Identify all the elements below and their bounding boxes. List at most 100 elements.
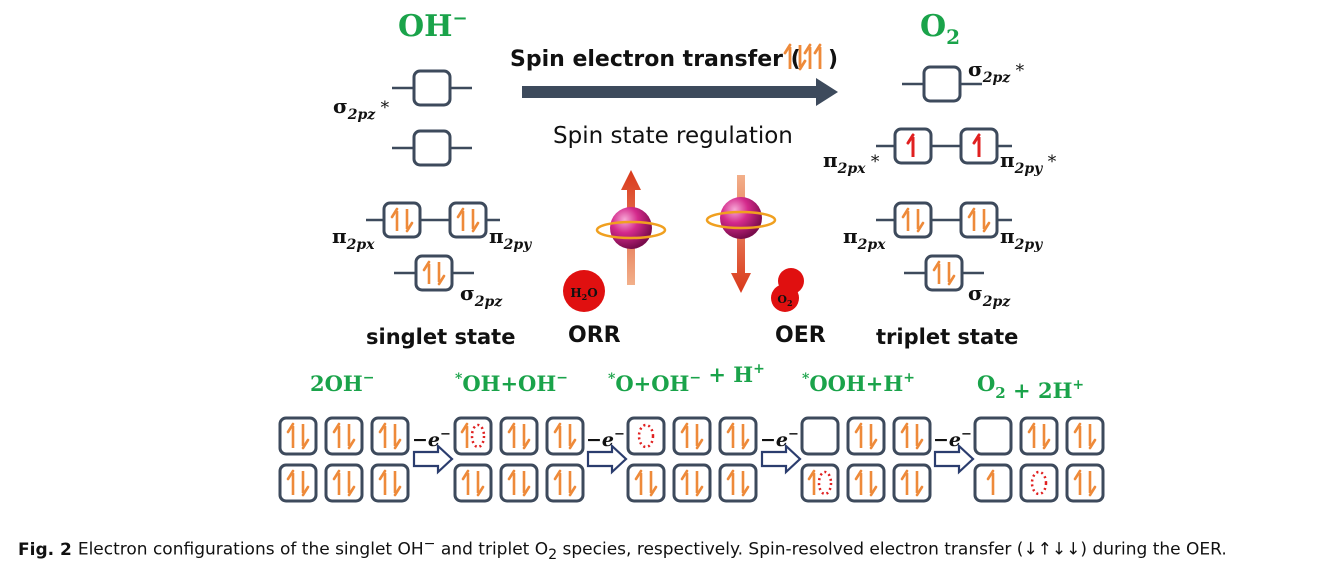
- o2-pi-2px-star-box: [893, 127, 933, 165]
- orbital-box: [499, 463, 539, 503]
- spin-up-arrow: [726, 422, 735, 448]
- orbital-box: [672, 416, 712, 456]
- orbital-box: [892, 463, 932, 503]
- spin-down-arrow: [915, 424, 924, 450]
- spin-down-arrow: [393, 471, 402, 497]
- oer-step-configurations: [278, 416, 1105, 503]
- svg-text:H2O: H2O: [570, 286, 597, 302]
- singlet-state-label: singlet state: [366, 325, 515, 349]
- spin-down-arrow: [522, 471, 531, 497]
- spin-down-arrow: [695, 471, 704, 497]
- spin-up-arrow: [967, 207, 976, 231]
- spin-down-arrow: [476, 471, 485, 497]
- spin-up-arrow: [378, 422, 387, 448]
- caption-text-2: and triplet O: [435, 539, 549, 560]
- o2-pi-2py-box: [959, 201, 999, 239]
- step-config-5: [973, 416, 1105, 503]
- electron-hole: [817, 470, 833, 496]
- left-species-title: OH−: [398, 8, 468, 44]
- spin-up-arrow: [461, 469, 470, 495]
- oh-sigma-2pz-label: σ2pz: [460, 281, 503, 310]
- spin-down-arrow: [568, 471, 577, 497]
- oh-pi-2py-box: [448, 201, 488, 239]
- step-config-3: [626, 416, 758, 503]
- oh-sigma-star-box: [412, 69, 452, 107]
- orbital-box: [1065, 416, 1105, 456]
- spin-up-arrow: [807, 469, 816, 495]
- svg-text:−e−: −e−: [586, 427, 625, 451]
- step-config-2: [453, 416, 585, 503]
- spin-down-arrow: [1088, 471, 1097, 497]
- o2-sigma-2pz-label: σ2pz: [968, 281, 1011, 310]
- transfer-spin-down-arrow: [798, 45, 807, 71]
- orbital-box: [545, 416, 585, 456]
- step-config-4: [800, 416, 932, 503]
- svg-text:−e−: −e−: [760, 427, 799, 451]
- oer-step-titles: 2OH−*OH+OH−*O+OH− + H+*OOH+H+O2 + 2H+: [310, 361, 1084, 403]
- spin-up-arrow: [422, 260, 431, 284]
- electron-removal-arrow: −e−: [586, 427, 628, 475]
- o2-sigma-2pz-box: [924, 254, 964, 292]
- oh-pi-2py-label: π2py: [489, 224, 532, 253]
- spin-up-arrow: [726, 469, 735, 495]
- oh-pi-2px-label: π2px: [332, 224, 375, 253]
- caption-text-2-sub: 2: [548, 547, 558, 564]
- spin-up-arrow: [1073, 469, 1082, 495]
- caption-fig-label: Fig. 2: [18, 539, 72, 560]
- transfer-spin-up-arrow: [783, 43, 792, 69]
- spin-up-arrow: [680, 469, 689, 495]
- spin-down-arrow: [405, 209, 414, 233]
- orbital-box: [545, 463, 585, 503]
- orbital-box: [1019, 416, 1059, 456]
- spin-up-arrow: [932, 260, 941, 284]
- electron-removal-arrow: −e−: [412, 427, 454, 475]
- caption-text-1: Electron configurations of the singlet O…: [77, 539, 424, 560]
- spin-transfer-label: Spin electron transfer (: [510, 47, 801, 72]
- orbital-box: [1019, 463, 1059, 503]
- spin-down-arrow: [301, 471, 310, 497]
- oh-pi-2px-box: [382, 201, 422, 239]
- o2-molecule-icon: O2: [771, 268, 804, 312]
- spin-up-arrow: [553, 422, 562, 448]
- orbital-box: [499, 416, 539, 456]
- svg-text:−e−: −e−: [412, 427, 451, 451]
- spin-down-arrow: [915, 471, 924, 497]
- spin-down-arrow: [947, 262, 956, 286]
- spin-up-arrow: [332, 469, 341, 495]
- spin-down-arrow: [1088, 424, 1097, 450]
- electron-step-arrows: −e− −e− −e− −e−: [412, 427, 975, 475]
- spin-up-arrow: [900, 469, 909, 495]
- transfer-spin-up-arrow: [803, 43, 812, 69]
- orbital-box: [672, 463, 712, 503]
- orbital-box: [453, 416, 493, 456]
- spin-down-arrow: [522, 424, 531, 450]
- orbital-box: [892, 416, 932, 456]
- orbital-box: [800, 416, 840, 456]
- spin-up-arrow: [854, 422, 863, 448]
- spin-up-arrow: [332, 422, 341, 448]
- spin-up-arrow: [854, 469, 863, 495]
- o2-pi-2py-label: π2py: [1000, 224, 1043, 253]
- spin-up-arrow: [286, 469, 295, 495]
- spin-up-arrow: [634, 469, 643, 495]
- spin-down-arrow: [437, 262, 446, 286]
- oh-sigma-2pz-box: [414, 254, 454, 292]
- o2-pi-2py-star-label: π2py *: [1000, 148, 1057, 177]
- o2-pi-2px-label: π2px: [843, 224, 886, 253]
- spin-down-arrow: [301, 424, 310, 450]
- spin-down-arrow: [471, 209, 480, 233]
- spin-up-arrow: [390, 207, 399, 231]
- spin-up-arrow: [507, 422, 516, 448]
- electron-removal-arrow: −e−: [933, 427, 975, 475]
- spin-down-arrow: [649, 471, 658, 497]
- orbital-box: [324, 463, 364, 503]
- orr-spin-sphere: [595, 170, 667, 285]
- o2-pi-2px-star-label: π2px *: [823, 148, 880, 177]
- orbital-box: [973, 416, 1013, 456]
- spin-up-arrow: [986, 469, 995, 495]
- caption-text-1-sup: −: [423, 536, 436, 552]
- orbital-box: [626, 463, 666, 503]
- spin-down-arrow: [741, 424, 750, 450]
- oer-spin-sphere: [705, 175, 777, 293]
